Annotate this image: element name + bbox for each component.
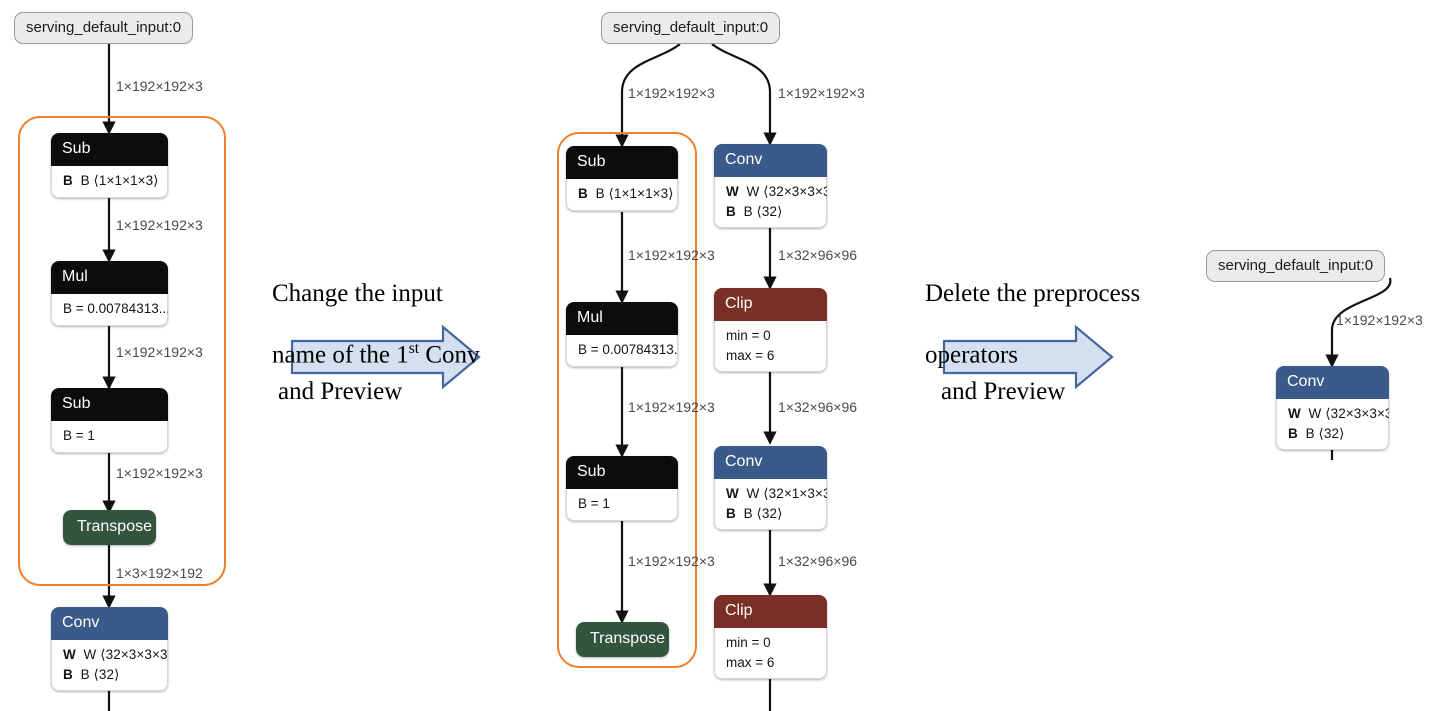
node-title: Sub — [51, 133, 168, 166]
node-title: Sub — [51, 388, 168, 421]
node-body: min = 0 max = 6 — [714, 628, 827, 680]
node-body: W W ⟨32×3×3×3⟩ B B ⟨32⟩ — [51, 640, 168, 692]
node-title: Sub — [566, 456, 678, 489]
node-title: Mul — [566, 302, 678, 335]
node-title: Clip — [714, 288, 827, 321]
node-title: Transpose — [63, 510, 156, 545]
node-mul-1-before[interactable]: Mul B = 0.00784313... — [51, 261, 168, 326]
preprocess-group-outline-middle — [557, 132, 697, 668]
node-body: B B ⟨1×1×1×3⟩ — [566, 179, 678, 211]
edge-label: 1×192×192×3 — [628, 247, 715, 263]
node-attr: W ⟨32×3×3×3⟩ — [83, 647, 168, 662]
node-sub-2-before[interactable]: Sub B = 1 — [51, 388, 168, 453]
annotation-line-1: Change the input — [272, 279, 443, 307]
annotation-line-2-post: Conv — [419, 340, 480, 368]
node-attr: W ⟨32×1×3×3⟩ — [746, 486, 827, 501]
preprocess-group-outline-before — [18, 116, 226, 586]
node-transpose-1-middle[interactable]: Transpose — [576, 622, 669, 657]
node-body: B = 0.00784313... — [566, 335, 678, 367]
node-body: W W ⟨32×1×3×3⟩ B B ⟨32⟩ — [714, 479, 827, 531]
node-sub-1-before[interactable]: Sub B B ⟨1×1×1×3⟩ — [51, 133, 168, 198]
node-attr: max = 6 — [726, 347, 775, 363]
node-attr: B ⟨32⟩ — [80, 666, 120, 682]
node-attr: B ⟨32⟩ — [743, 505, 783, 521]
edge-label: 1×192×192×3 — [628, 553, 715, 569]
node-attr: B = 0.00784313... — [63, 301, 168, 316]
node-attr: min = 0 — [726, 328, 771, 343]
node-attr: B ⟨32⟩ — [1305, 425, 1345, 441]
node-attr: min = 0 — [726, 635, 771, 650]
node-attr: W ⟨32×3×3×3⟩ — [1308, 406, 1389, 421]
node-conv-1-after[interactable]: Conv W W ⟨32×3×3×3⟩ B B ⟨32⟩ — [1276, 366, 1389, 451]
node-body: B = 1 — [566, 489, 678, 521]
node-body: W W ⟨32×3×3×3⟩ B B ⟨32⟩ — [1276, 399, 1389, 451]
edge-label: 1×192×192×3 — [116, 78, 203, 94]
node-attr: B ⟨1×1×1×3⟩ — [80, 173, 159, 188]
edge-label: 1×192×192×3 — [116, 344, 203, 360]
node-transpose-1-before[interactable]: Transpose — [63, 510, 156, 545]
node-attr: B = 1 — [63, 428, 95, 443]
node-title: Mul — [51, 261, 168, 294]
edge-label: 1×32×96×96 — [778, 247, 858, 263]
node-body: B B ⟨1×1×1×3⟩ — [51, 166, 168, 198]
node-sub-1-middle[interactable]: Sub B B ⟨1×1×1×3⟩ — [566, 146, 678, 211]
node-conv-1-middle[interactable]: Conv W W ⟨32×3×3×3⟩ B B ⟨32⟩ — [714, 144, 827, 229]
node-mul-1-middle[interactable]: Mul B = 0.00784313... — [566, 302, 678, 367]
node-clip-1-middle[interactable]: Clip min = 0 max = 6 — [714, 288, 827, 373]
node-title: Clip — [714, 595, 827, 628]
node-body: B = 1 — [51, 421, 168, 453]
edge-label: 1×192×192×3 — [628, 399, 715, 415]
node-attr: max = 6 — [726, 654, 775, 670]
node-clip-2-middle[interactable]: Clip min = 0 max = 6 — [714, 595, 827, 680]
node-title: Conv — [714, 144, 827, 177]
node-attr: B = 0.00784313... — [578, 342, 678, 357]
node-attr: W ⟨32×3×3×3⟩ — [746, 184, 827, 199]
node-title: Conv — [1276, 366, 1389, 399]
step-1-annotation: Change the input name of the 1st Conv — [272, 248, 534, 370]
input-node-after[interactable]: serving_default_input:0 — [1206, 250, 1386, 282]
input-node-middle[interactable]: serving_default_input:0 — [601, 12, 781, 44]
node-conv-2-middle[interactable]: Conv W W ⟨32×1×3×3⟩ B B ⟨32⟩ — [714, 446, 827, 531]
edge-label: 1×192×192×3 — [1336, 312, 1423, 328]
node-attr: B ⟨1×1×1×3⟩ — [595, 186, 674, 201]
step-2-annotation-footer: and Preview — [941, 378, 1066, 405]
node-sub-2-middle[interactable]: Sub B = 1 — [566, 456, 678, 521]
step-2-annotation: Delete the preprocess operators — [925, 248, 1215, 370]
node-body: B = 0.00784313... — [51, 294, 168, 326]
annotation-ordinal-suffix: st — [408, 339, 420, 357]
step-1-annotation-footer: and Preview — [278, 378, 403, 405]
node-body: min = 0 max = 6 — [714, 321, 827, 373]
annotation-line-1: Delete the preprocess — [925, 279, 1141, 307]
annotation-line-2-pre: operators — [925, 340, 1019, 368]
node-title: Sub — [566, 146, 678, 179]
edge-label: 1×32×96×96 — [778, 553, 858, 569]
edge-label: 1×192×192×3 — [116, 465, 203, 481]
node-title: Conv — [714, 446, 827, 479]
node-attr: B = 1 — [578, 496, 610, 511]
edge-label: 1×32×96×96 — [778, 399, 858, 415]
node-attr: B ⟨32⟩ — [743, 203, 783, 219]
node-conv-1-before[interactable]: Conv W W ⟨32×3×3×3⟩ B B ⟨32⟩ — [51, 607, 168, 692]
edge-label: 1×192×192×3 — [628, 85, 715, 101]
annotation-line-2-pre: name of the 1 — [272, 340, 409, 368]
node-body: W W ⟨32×3×3×3⟩ B B ⟨32⟩ — [714, 177, 827, 229]
edge-label: 1×192×192×3 — [116, 217, 203, 233]
edge-label: 1×192×192×3 — [778, 85, 865, 101]
node-title: Conv — [51, 607, 168, 640]
node-title: Transpose — [576, 622, 669, 657]
edge-label: 1×3×192×192 — [116, 565, 203, 581]
input-node-before[interactable]: serving_default_input:0 — [14, 12, 194, 44]
